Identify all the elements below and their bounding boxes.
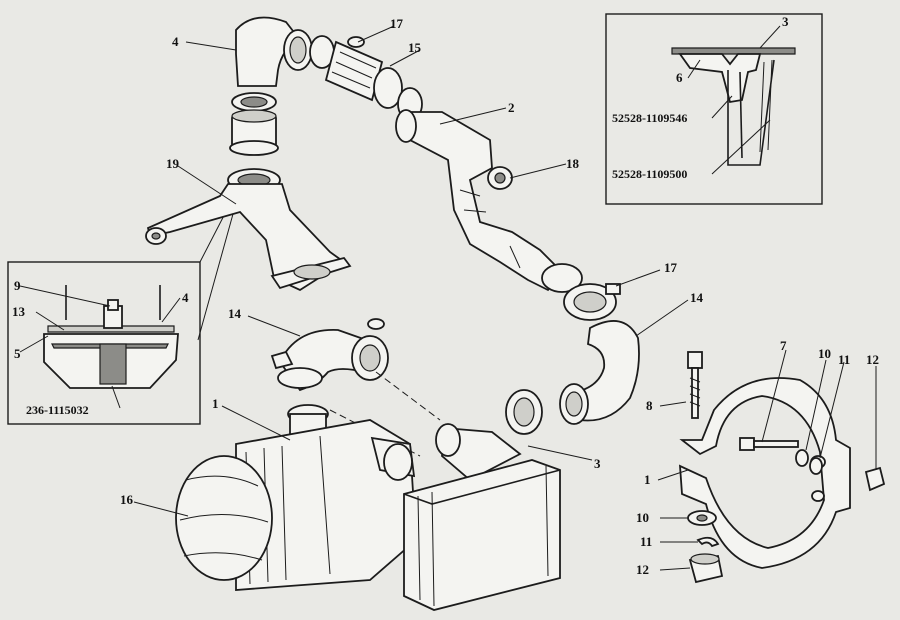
part-number-pipe: 52528-1109500 — [612, 167, 687, 181]
callout-1: 1 — [212, 396, 219, 411]
callout-1: 1 — [644, 472, 651, 487]
washers-and-nuts — [687, 449, 886, 584]
callout-2: 2 — [508, 100, 515, 115]
upper-coupling — [227, 92, 281, 192]
callout-11: 11 — [838, 352, 850, 367]
callout-4: 4 — [182, 290, 189, 305]
callout-16: 16 — [120, 492, 134, 507]
callout-10: 10 — [818, 346, 831, 361]
leader-lines — [133, 25, 877, 571]
callout-labels: 4 17 15 2 18 19 17 14 14 1 3 16 8 7 10 1… — [12, 14, 879, 577]
callout-14: 14 — [690, 290, 704, 305]
callout-15: 15 — [408, 40, 422, 55]
callout-6: 6 — [676, 70, 683, 85]
lower-elbow-14-right — [559, 320, 640, 425]
callout-14: 14 — [228, 306, 242, 321]
air-filter-housing — [175, 404, 417, 591]
intake-bracket-19 — [145, 183, 352, 292]
callout-3: 3 — [594, 456, 601, 471]
upper-elbow-4 — [235, 16, 313, 87]
pipe-assembly-upper — [309, 35, 423, 121]
callout-17: 17 — [390, 16, 404, 31]
callout-3: 3 — [782, 14, 789, 29]
callout-10: 10 — [636, 510, 649, 525]
callout-9: 9 — [14, 278, 21, 293]
callout-12: 12 — [866, 352, 879, 367]
callout-18: 18 — [566, 156, 580, 171]
callout-8: 8 — [646, 398, 653, 413]
callout-5: 5 — [14, 346, 21, 361]
seal-detail-inset — [605, 13, 823, 205]
assembly-line-1 — [375, 371, 441, 421]
callout-7: 7 — [780, 338, 787, 353]
callout-12: 12 — [636, 562, 649, 577]
pipe-2 — [395, 109, 583, 293]
middle-elbow-14-left — [270, 318, 389, 392]
part-number-seal: 52528-1109546 — [612, 111, 687, 125]
clamp-ring — [505, 389, 543, 435]
part-number-filter: 236-1115032 — [26, 403, 89, 417]
callout-13: 13 — [12, 304, 26, 319]
callout-4: 4 — [172, 34, 179, 49]
callout-17: 17 — [664, 260, 678, 275]
clamp-17-lower — [563, 283, 621, 321]
inlet-pipe — [435, 423, 522, 482]
bolt-8 — [687, 351, 703, 419]
filter-cap-detail-inset — [7, 261, 201, 425]
callout-11: 11 — [640, 534, 652, 549]
pre-cleaner-block — [403, 459, 561, 611]
callout-19: 19 — [166, 156, 180, 171]
